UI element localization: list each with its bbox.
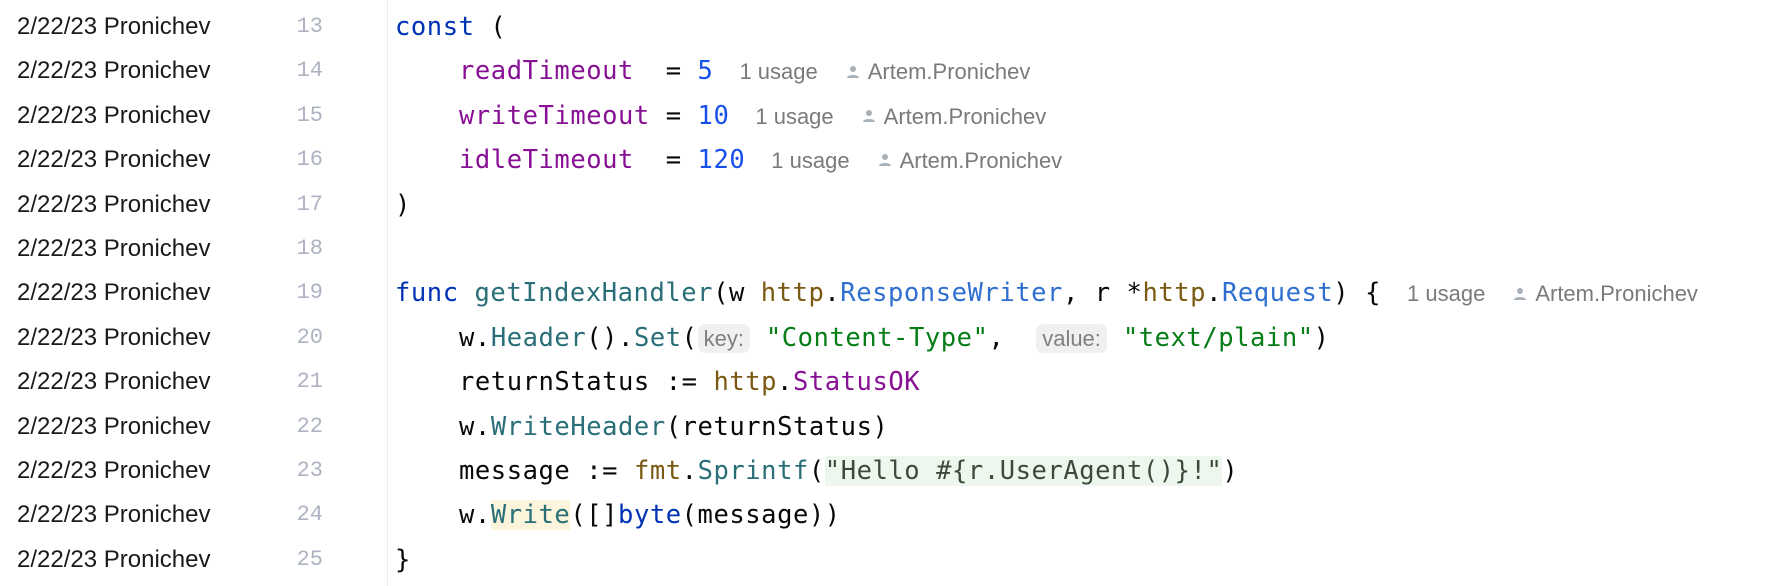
code-line-22[interactable]: w.WriteHeader(returnStatus) bbox=[459, 411, 889, 442]
package-name: http bbox=[713, 367, 778, 398]
person-icon bbox=[846, 65, 859, 78]
blame-annotation[interactable]: 2/22/23 Pronichev bbox=[17, 190, 211, 218]
parameter-hint-value: value: bbox=[1036, 323, 1107, 353]
git-blame-annotations: 2/22/23 Pronichev 2/22/23 Pronichev 2/22… bbox=[0, 0, 260, 586]
usage-inlay[interactable]: 1 usage bbox=[1407, 281, 1486, 307]
function-name: getIndexHandler bbox=[474, 278, 714, 309]
line-number-gutter[interactable]: 13 14 15 16 17 18 19 20 21 22 23 24 25 bbox=[260, 0, 328, 586]
person-icon bbox=[878, 154, 891, 167]
package-name: fmt bbox=[633, 456, 682, 486]
type-name: Request bbox=[1221, 278, 1334, 309]
author-inlay[interactable]: Artem.Pronichev bbox=[862, 104, 1046, 129]
blame-annotation[interactable]: 2/22/23 Pronichev bbox=[17, 368, 211, 396]
highlighted-usage: Write bbox=[490, 500, 571, 531]
code-line-21[interactable]: returnStatus := http.StatusOK bbox=[459, 367, 921, 398]
person-icon bbox=[1514, 287, 1527, 300]
constant-name: StatusOK bbox=[792, 367, 921, 398]
line-number: 25 bbox=[296, 546, 323, 572]
line-number: 21 bbox=[296, 369, 323, 395]
author-inlay[interactable]: Artem.Pronichev bbox=[1513, 281, 1698, 306]
package-name: http bbox=[1142, 278, 1207, 309]
line-number: 22 bbox=[296, 413, 323, 439]
injected-language-string: "Hello #{r.UserAgent()}!" bbox=[824, 456, 1223, 486]
method-name: WriteHeader bbox=[490, 411, 666, 442]
person-icon bbox=[862, 109, 875, 122]
string-literal: "Content-Type" bbox=[765, 322, 989, 353]
author-inlay[interactable]: Artem.Pronichev bbox=[846, 59, 1030, 84]
line-number: 18 bbox=[296, 236, 323, 261]
line-number: 14 bbox=[296, 58, 323, 84]
number-literal: 5 bbox=[697, 56, 714, 87]
author-inlay[interactable]: Artem.Pronichev bbox=[878, 148, 1062, 173]
usage-inlay[interactable]: 1 usage bbox=[739, 59, 818, 85]
code-line-19[interactable]: func getIndexHandler(w http.ResponseWrit… bbox=[395, 278, 1698, 309]
line-number: 24 bbox=[296, 502, 323, 528]
line-number: 15 bbox=[296, 102, 323, 128]
blame-annotation[interactable]: 2/22/23 Pronichev bbox=[17, 57, 211, 85]
blame-annotation[interactable]: 2/22/23 Pronichev bbox=[17, 457, 211, 484]
keyword: const bbox=[395, 12, 475, 42]
usage-inlay[interactable]: 1 usage bbox=[755, 103, 834, 129]
blame-annotation[interactable]: 2/22/23 Pronichev bbox=[17, 323, 211, 351]
blame-annotation[interactable]: 2/22/23 Pronichev bbox=[17, 101, 211, 129]
keyword: byte bbox=[618, 500, 682, 531]
line-number: 19 bbox=[296, 280, 323, 306]
code-line-25[interactable]: } bbox=[395, 544, 411, 575]
parameter-hint-key: key: bbox=[697, 323, 750, 353]
code-line-24[interactable]: w.Write([]byte(message)) bbox=[459, 500, 841, 531]
package-name: http bbox=[760, 278, 825, 309]
blame-annotation[interactable]: 2/22/23 Pronichev bbox=[17, 235, 211, 262]
code-line-17[interactable]: ) bbox=[395, 189, 411, 220]
number-literal: 10 bbox=[697, 100, 730, 131]
string-literal: "text/plain" bbox=[1122, 322, 1314, 353]
constant-name: writeTimeout bbox=[459, 100, 650, 131]
usage-inlay[interactable]: 1 usage bbox=[771, 148, 850, 174]
blame-annotation[interactable]: 2/22/23 Pronichev bbox=[17, 279, 211, 307]
blame-annotation[interactable]: 2/22/23 Pronichev bbox=[17, 545, 211, 573]
code-line-20[interactable]: w.Header().Set(key: "Content-Type", valu… bbox=[459, 322, 1330, 353]
blame-annotation[interactable]: 2/22/23 Pronichev bbox=[17, 412, 211, 440]
code-line-23[interactable]: message := fmt.Sprintf("Hello #{r.UserAg… bbox=[459, 456, 1239, 486]
type-name: ResponseWriter bbox=[840, 278, 1063, 309]
function-name: Sprintf bbox=[697, 456, 809, 486]
blame-annotation[interactable]: 2/22/23 Pronichev bbox=[17, 501, 211, 529]
line-number: 13 bbox=[296, 14, 323, 39]
code-line-13[interactable]: const ( bbox=[395, 12, 507, 42]
blame-annotation[interactable]: 2/22/23 Pronichev bbox=[17, 146, 211, 174]
constant-name: idleTimeout bbox=[459, 145, 634, 176]
number-literal: 120 bbox=[697, 145, 746, 176]
method-name: Set bbox=[633, 322, 682, 353]
gutter-divider bbox=[387, 0, 388, 586]
keyword: func bbox=[395, 278, 459, 309]
constant-name: readTimeout bbox=[459, 56, 634, 87]
line-number: 16 bbox=[296, 147, 323, 173]
method-name: Header bbox=[490, 322, 587, 353]
line-number: 20 bbox=[296, 324, 323, 350]
line-number: 23 bbox=[296, 458, 323, 483]
blame-annotation[interactable]: 2/22/23 Pronichev bbox=[17, 13, 211, 40]
line-number: 17 bbox=[296, 191, 323, 217]
